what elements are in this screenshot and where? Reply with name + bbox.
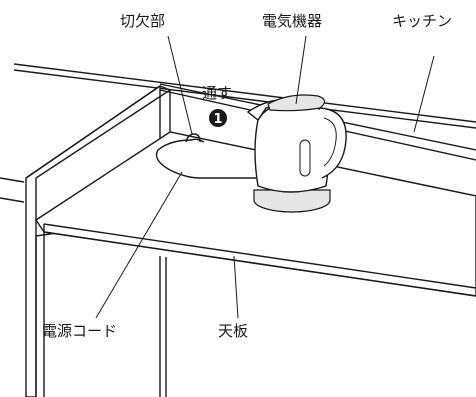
counter-back-edge-inner bbox=[13, 69, 476, 129]
top-board-front-lower bbox=[43, 231, 476, 297]
step-marker-circle bbox=[209, 109, 227, 127]
kettle-icon bbox=[246, 94, 347, 213]
cutout-notch bbox=[185, 133, 201, 143]
kettle-base-side bbox=[253, 189, 331, 213]
label-power-cord: 電源コード bbox=[42, 322, 117, 340]
leader-power-cord bbox=[95, 171, 183, 319]
power-cord bbox=[155, 138, 256, 179]
kettle-handle bbox=[319, 107, 347, 179]
leader-lines bbox=[95, 35, 435, 319]
step-marker-badge: 1 bbox=[209, 109, 227, 127]
kettle-handle-inner bbox=[323, 117, 337, 167]
cabinet-corner bbox=[159, 85, 171, 91]
top-board-front-edge bbox=[43, 223, 476, 289]
leader-kitchen bbox=[413, 55, 435, 133]
label-top-board: 天板 bbox=[218, 322, 248, 340]
top-board-surface bbox=[35, 131, 476, 297]
wall-left-edge bbox=[0, 177, 25, 183]
label-pass-through: 通す bbox=[202, 84, 232, 102]
label-kitchen: キッチン bbox=[392, 12, 452, 30]
kettle-body bbox=[254, 102, 329, 193]
power-cord-end bbox=[191, 138, 205, 143]
leader-top-board bbox=[233, 255, 239, 319]
power-cord-line bbox=[155, 139, 256, 179]
label-appliance: 電気機器 bbox=[262, 12, 322, 30]
cabinet bbox=[0, 84, 476, 397]
label-cutout: 切欠部 bbox=[120, 12, 165, 30]
cabinet-left-top-inner bbox=[35, 89, 171, 179]
kettle-water-window bbox=[299, 139, 311, 177]
cabinet-left-top bbox=[25, 85, 161, 179]
leader-appliance bbox=[295, 35, 307, 105]
counter-back-edge bbox=[13, 63, 476, 123]
wall-left-edge-2 bbox=[0, 197, 25, 203]
leader-cutout bbox=[167, 35, 193, 135]
step-marker-number: 1 bbox=[213, 112, 222, 127]
cutout-shape bbox=[185, 133, 201, 143]
